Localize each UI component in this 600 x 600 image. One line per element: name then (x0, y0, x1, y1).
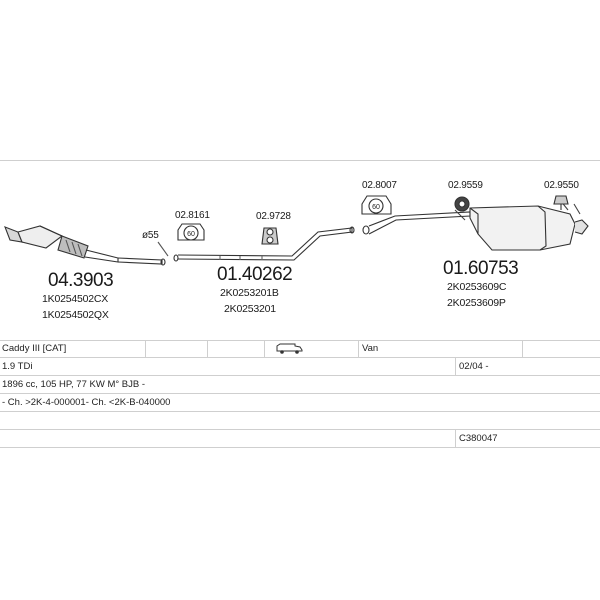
exhaust-drawing: 60 60 (4, 195, 589, 266)
fitting-f4-drawing (454, 196, 470, 212)
catalyst-oe-number-1: 1K0254502CX (42, 293, 109, 305)
specs-row-empty (0, 412, 600, 430)
specs-row-reference: C380047 (0, 430, 600, 448)
middle-pipe-oe-number-2: 2K0253201 (224, 303, 276, 315)
catalyst-drawing (4, 225, 166, 266)
rear-muffler-oe-number-2: 2K0253609P (447, 297, 506, 309)
empty-cell (0, 430, 455, 447)
fitting-f1-code: 02.8161 (175, 210, 210, 221)
specs-row-chassis: - Ch. >2K-4-000001- Ch. <2K-B-040000 (0, 394, 600, 412)
rear-muffler-part-code: 01.60753 (443, 258, 519, 279)
date-range-cell: 02/04 - (455, 358, 600, 375)
rear-muffler-oe-number-1: 2K0253609C (447, 281, 507, 293)
middle-pipe-oe-number-1: 2K0253201B (220, 287, 279, 299)
empty-cell (522, 340, 600, 357)
engine-details-cell: 1896 cc, 105 HP, 77 KW M° BJB - (2, 379, 146, 390)
specs-row-model: Caddy III [CAT] Van (0, 340, 600, 358)
engine-cell: 1.9 TDi (2, 361, 33, 372)
fitting-f5-drawing (553, 195, 569, 210)
fitting-f2-drawing (261, 227, 279, 245)
catalyst-part-code: 04.3903 (48, 270, 114, 291)
empty-cell (145, 340, 207, 357)
top-divider (0, 160, 600, 161)
catalyst-oe-number-2: 1K0254502QX (42, 309, 109, 321)
fitting-f2-code: 02.9728 (256, 211, 291, 222)
vehicle-specs-table: Caddy III [CAT] Van 1.9 TDi 02/04 - 1896… (0, 340, 600, 448)
fitting-f3-drawing (361, 195, 392, 215)
fitting-f5-code: 02.9550 (544, 180, 579, 191)
model-cell: Caddy III [CAT] (2, 343, 67, 354)
specs-row-engine: 1.9 TDi 02/04 - (0, 358, 600, 376)
clamp-diameter-label: ø55 (142, 230, 159, 241)
empty-cell (0, 412, 600, 429)
fitting-f3-code: 02.8007 (362, 180, 397, 191)
fitting-f1-drawing (177, 223, 205, 241)
specs-top-border (0, 340, 600, 341)
fitting-f4-code: 02.9559 (448, 180, 483, 191)
chassis-cell: - Ch. >2K-4-000001- Ch. <2K-B-040000 (2, 397, 171, 408)
middle-pipe-part-code: 01.40262 (217, 264, 293, 285)
middle-pipe-drawing (173, 226, 355, 262)
body-type-cell: Van (358, 340, 522, 357)
exhaust-system-diagram: 60 60 02.8161 02.9728 02.8007 02.9559 02… (0, 160, 600, 340)
reference-cell: C380047 (455, 430, 600, 447)
body-icon-cell (264, 340, 358, 357)
van-icon (276, 343, 303, 354)
rear-muffler-drawing (362, 199, 589, 251)
fitting-f3-badge: 60 (372, 204, 380, 211)
fitting-f1-badge: 60 (187, 231, 195, 238)
empty-cell (207, 340, 264, 357)
specs-row-engine-details: 1896 cc, 105 HP, 77 KW M° BJB - (0, 376, 600, 394)
